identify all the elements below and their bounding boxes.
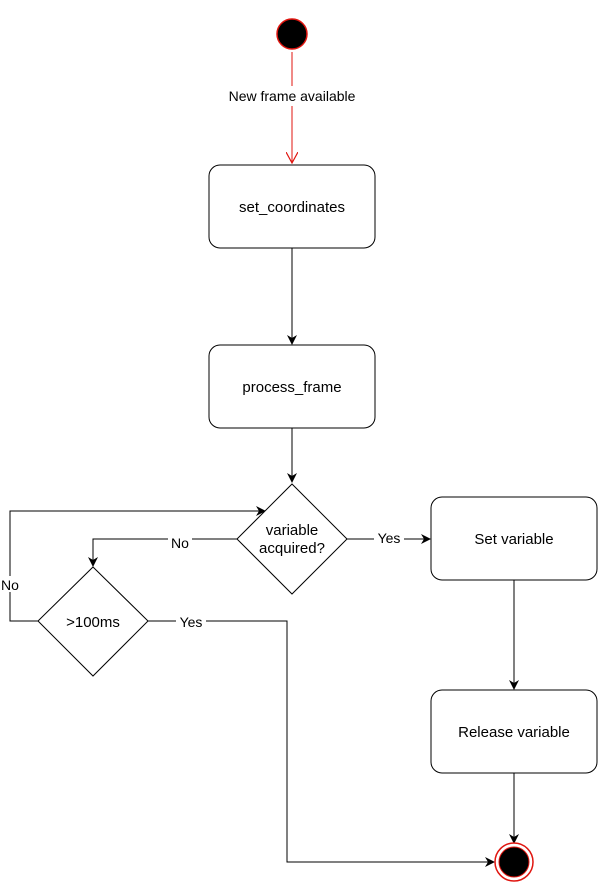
decision-label: >100ms [66,614,120,631]
decision-label-line1: variable [266,522,319,539]
edge-timeout-yes [148,620,495,867]
action-set-variable: Set variable [430,496,598,581]
edge-label-no-timeout: No [1,577,19,593]
edge-label-no-acquired: No [171,535,189,551]
decision-diamond [37,566,149,677]
action-box [208,164,376,249]
decision-variable-acquired: variable acquired? [236,483,348,595]
edge-label-yes-acquired: Yes [378,530,401,546]
edge-label-yes-timeout: Yes [180,614,203,630]
action-label: set_coordinates [239,199,345,216]
action-set-coordinates: set_coordinates [208,164,376,249]
action-box [430,496,598,581]
action-label: Release variable [458,724,570,741]
edge-timeout-no-loop [9,506,266,622]
action-box [208,344,376,429]
decision-diamond [236,483,348,595]
action-box [430,689,598,774]
action-release-variable: Release variable [430,689,598,774]
edge-label-background [1,576,21,592]
edge-label-background [374,531,404,546]
edge-label-background [168,534,192,550]
action-process-frame: process_frame [208,344,376,429]
action-label: process_frame [242,379,341,396]
initial-node [276,18,308,50]
decision-label-line2: acquired? [259,540,325,557]
final-node-inner-dot [498,846,530,878]
edge-label-new-frame: New frame available [229,88,356,104]
edge-decision-no [88,538,237,567]
edge-label-background [176,615,206,630]
final-node [494,842,534,882]
decision-timeout: >100ms [37,566,149,677]
action-label: Set variable [474,531,553,548]
edge-label-background [220,86,364,106]
